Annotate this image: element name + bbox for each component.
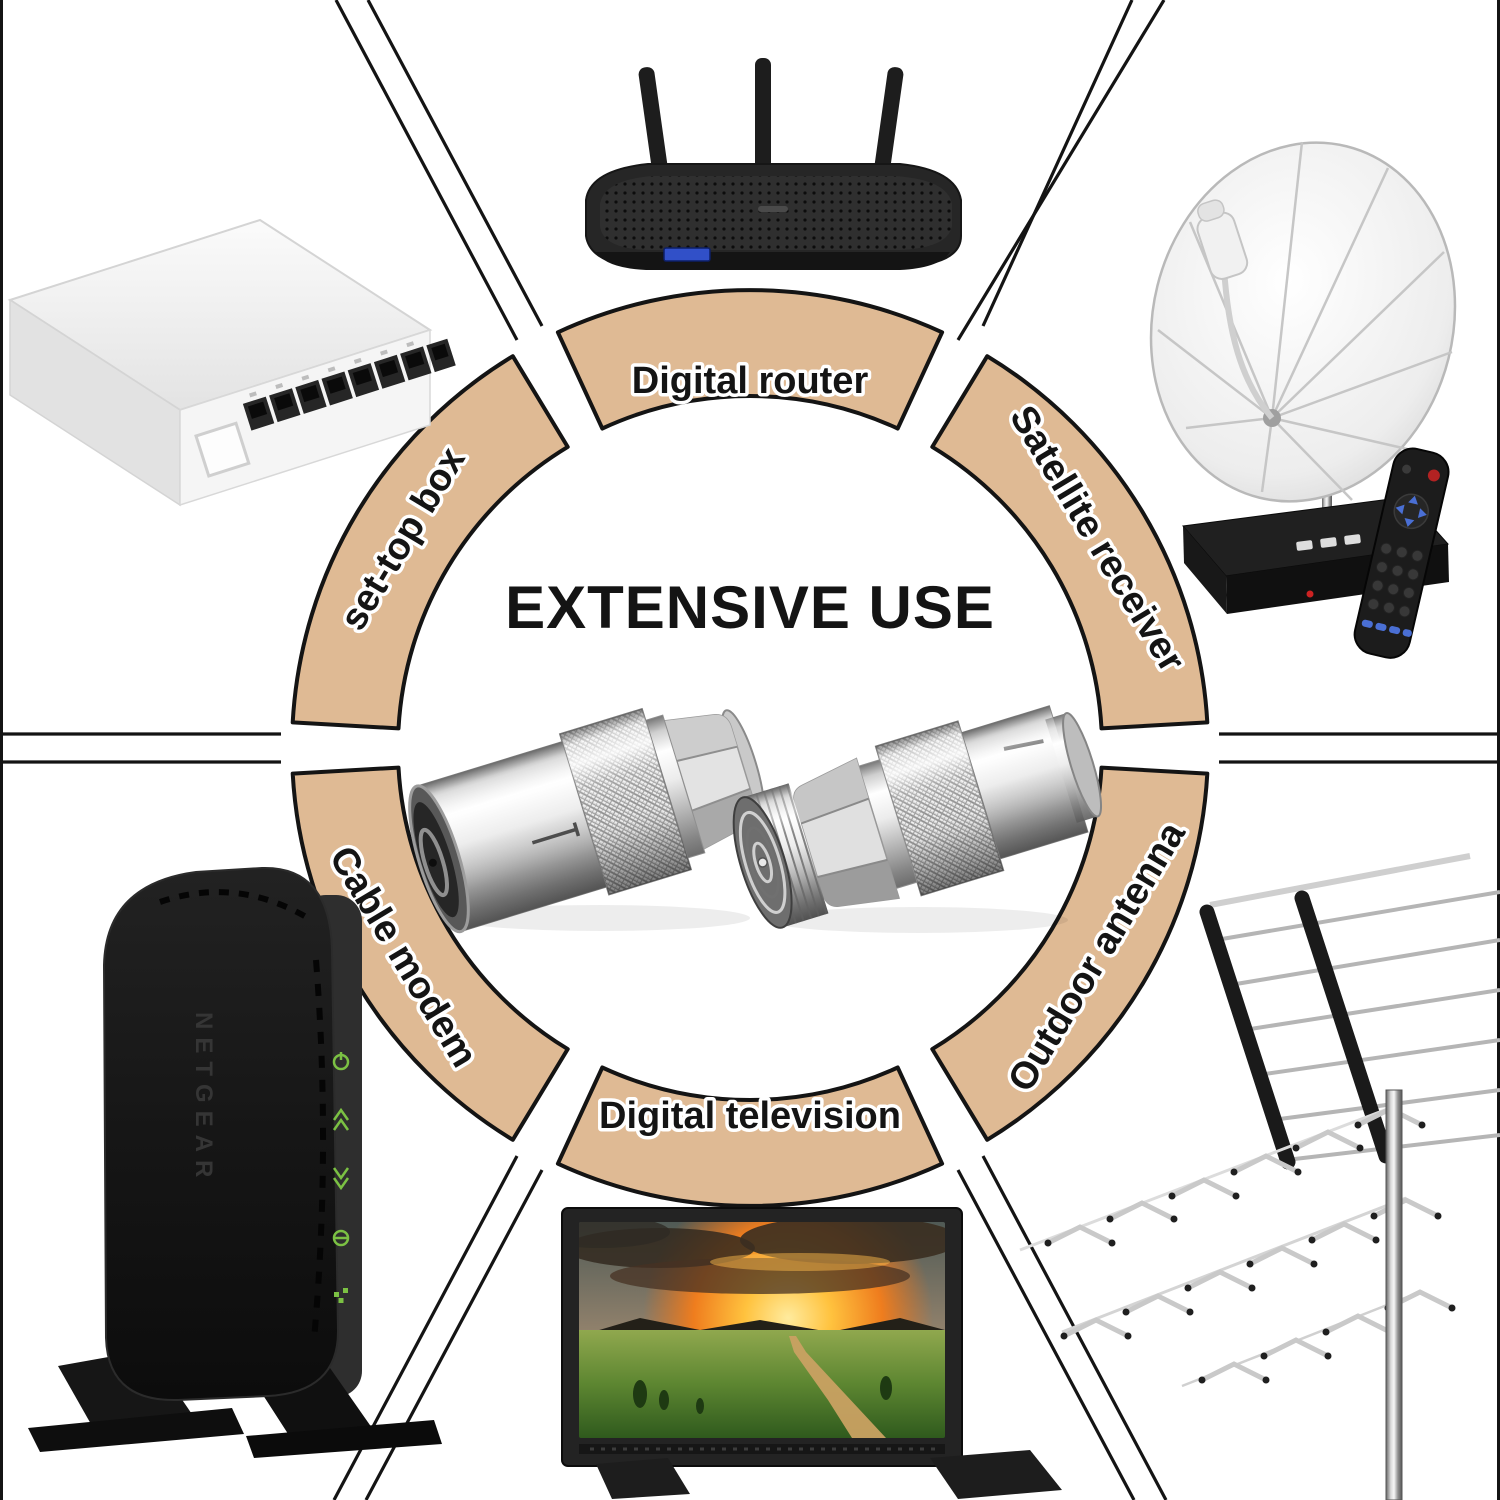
receiver-led bbox=[1306, 590, 1314, 598]
label-ring bbox=[290, 288, 1210, 1208]
cable-modem-illustration: NETGEAR bbox=[28, 866, 442, 1458]
ring-segment-bottom bbox=[555, 1065, 945, 1208]
reflector-bar bbox=[1294, 890, 1394, 1164]
modem-body bbox=[102, 866, 340, 1402]
boom bbox=[1061, 1196, 1407, 1334]
divider-line bbox=[956, 1169, 1136, 1500]
ring-segment-bottom-right bbox=[930, 765, 1210, 1142]
remote-power-button bbox=[1427, 469, 1440, 482]
page-title: EXTENSIVE USE bbox=[505, 574, 995, 641]
ethernet-ports bbox=[242, 338, 456, 431]
modem-led-column bbox=[332, 1052, 350, 1303]
center-pin bbox=[757, 857, 768, 868]
iec-male-plug bbox=[1062, 712, 1103, 818]
divider-line bbox=[956, 0, 1166, 341]
modem-brand-text: NETGEAR bbox=[190, 1012, 217, 1185]
ring-segment-top bbox=[555, 288, 945, 431]
tv-foot-left bbox=[596, 1458, 690, 1499]
receiver-buttons bbox=[1296, 534, 1361, 551]
tv-foot-right bbox=[930, 1450, 1062, 1499]
remote-control bbox=[1353, 447, 1450, 659]
divider-line bbox=[366, 0, 544, 327]
coax-adapter-iec-female-to-f-male bbox=[408, 707, 766, 934]
label-digital-router: Digital router bbox=[632, 360, 869, 402]
ring-segment-bottom-left bbox=[290, 765, 570, 1142]
lnb-arm bbox=[1221, 267, 1275, 420]
antenna-mast bbox=[1385, 1089, 1403, 1500]
ring-segment-top-right bbox=[930, 354, 1210, 731]
satellite-receiver-illustration bbox=[1149, 141, 1457, 659]
downstream-led-icon bbox=[332, 1167, 350, 1191]
outdoor-antenna-illustration bbox=[1019, 853, 1500, 1500]
divider-line bbox=[981, 0, 1134, 327]
divider-line bbox=[334, 0, 519, 341]
television-illustration bbox=[561, 1207, 1062, 1499]
network-switch-illustration bbox=[7, 218, 456, 507]
lnb bbox=[1196, 199, 1249, 280]
ring-segment-top-left bbox=[290, 354, 570, 731]
upstream-led-icon bbox=[332, 1107, 350, 1131]
element-tips bbox=[1044, 1121, 1456, 1384]
ethernet-led-icon bbox=[334, 1288, 348, 1303]
label-digital-television: Digital television bbox=[599, 1095, 901, 1137]
switch-front-button bbox=[194, 421, 251, 478]
tv-screen bbox=[579, 1222, 945, 1438]
wifi-router-illustration bbox=[585, 58, 962, 270]
coax-adapter-f-male-to-iec-male bbox=[732, 705, 1103, 929]
reflector-bar bbox=[1199, 904, 1296, 1170]
director-elements bbox=[1046, 1106, 1454, 1383]
usb-port bbox=[663, 247, 711, 262]
